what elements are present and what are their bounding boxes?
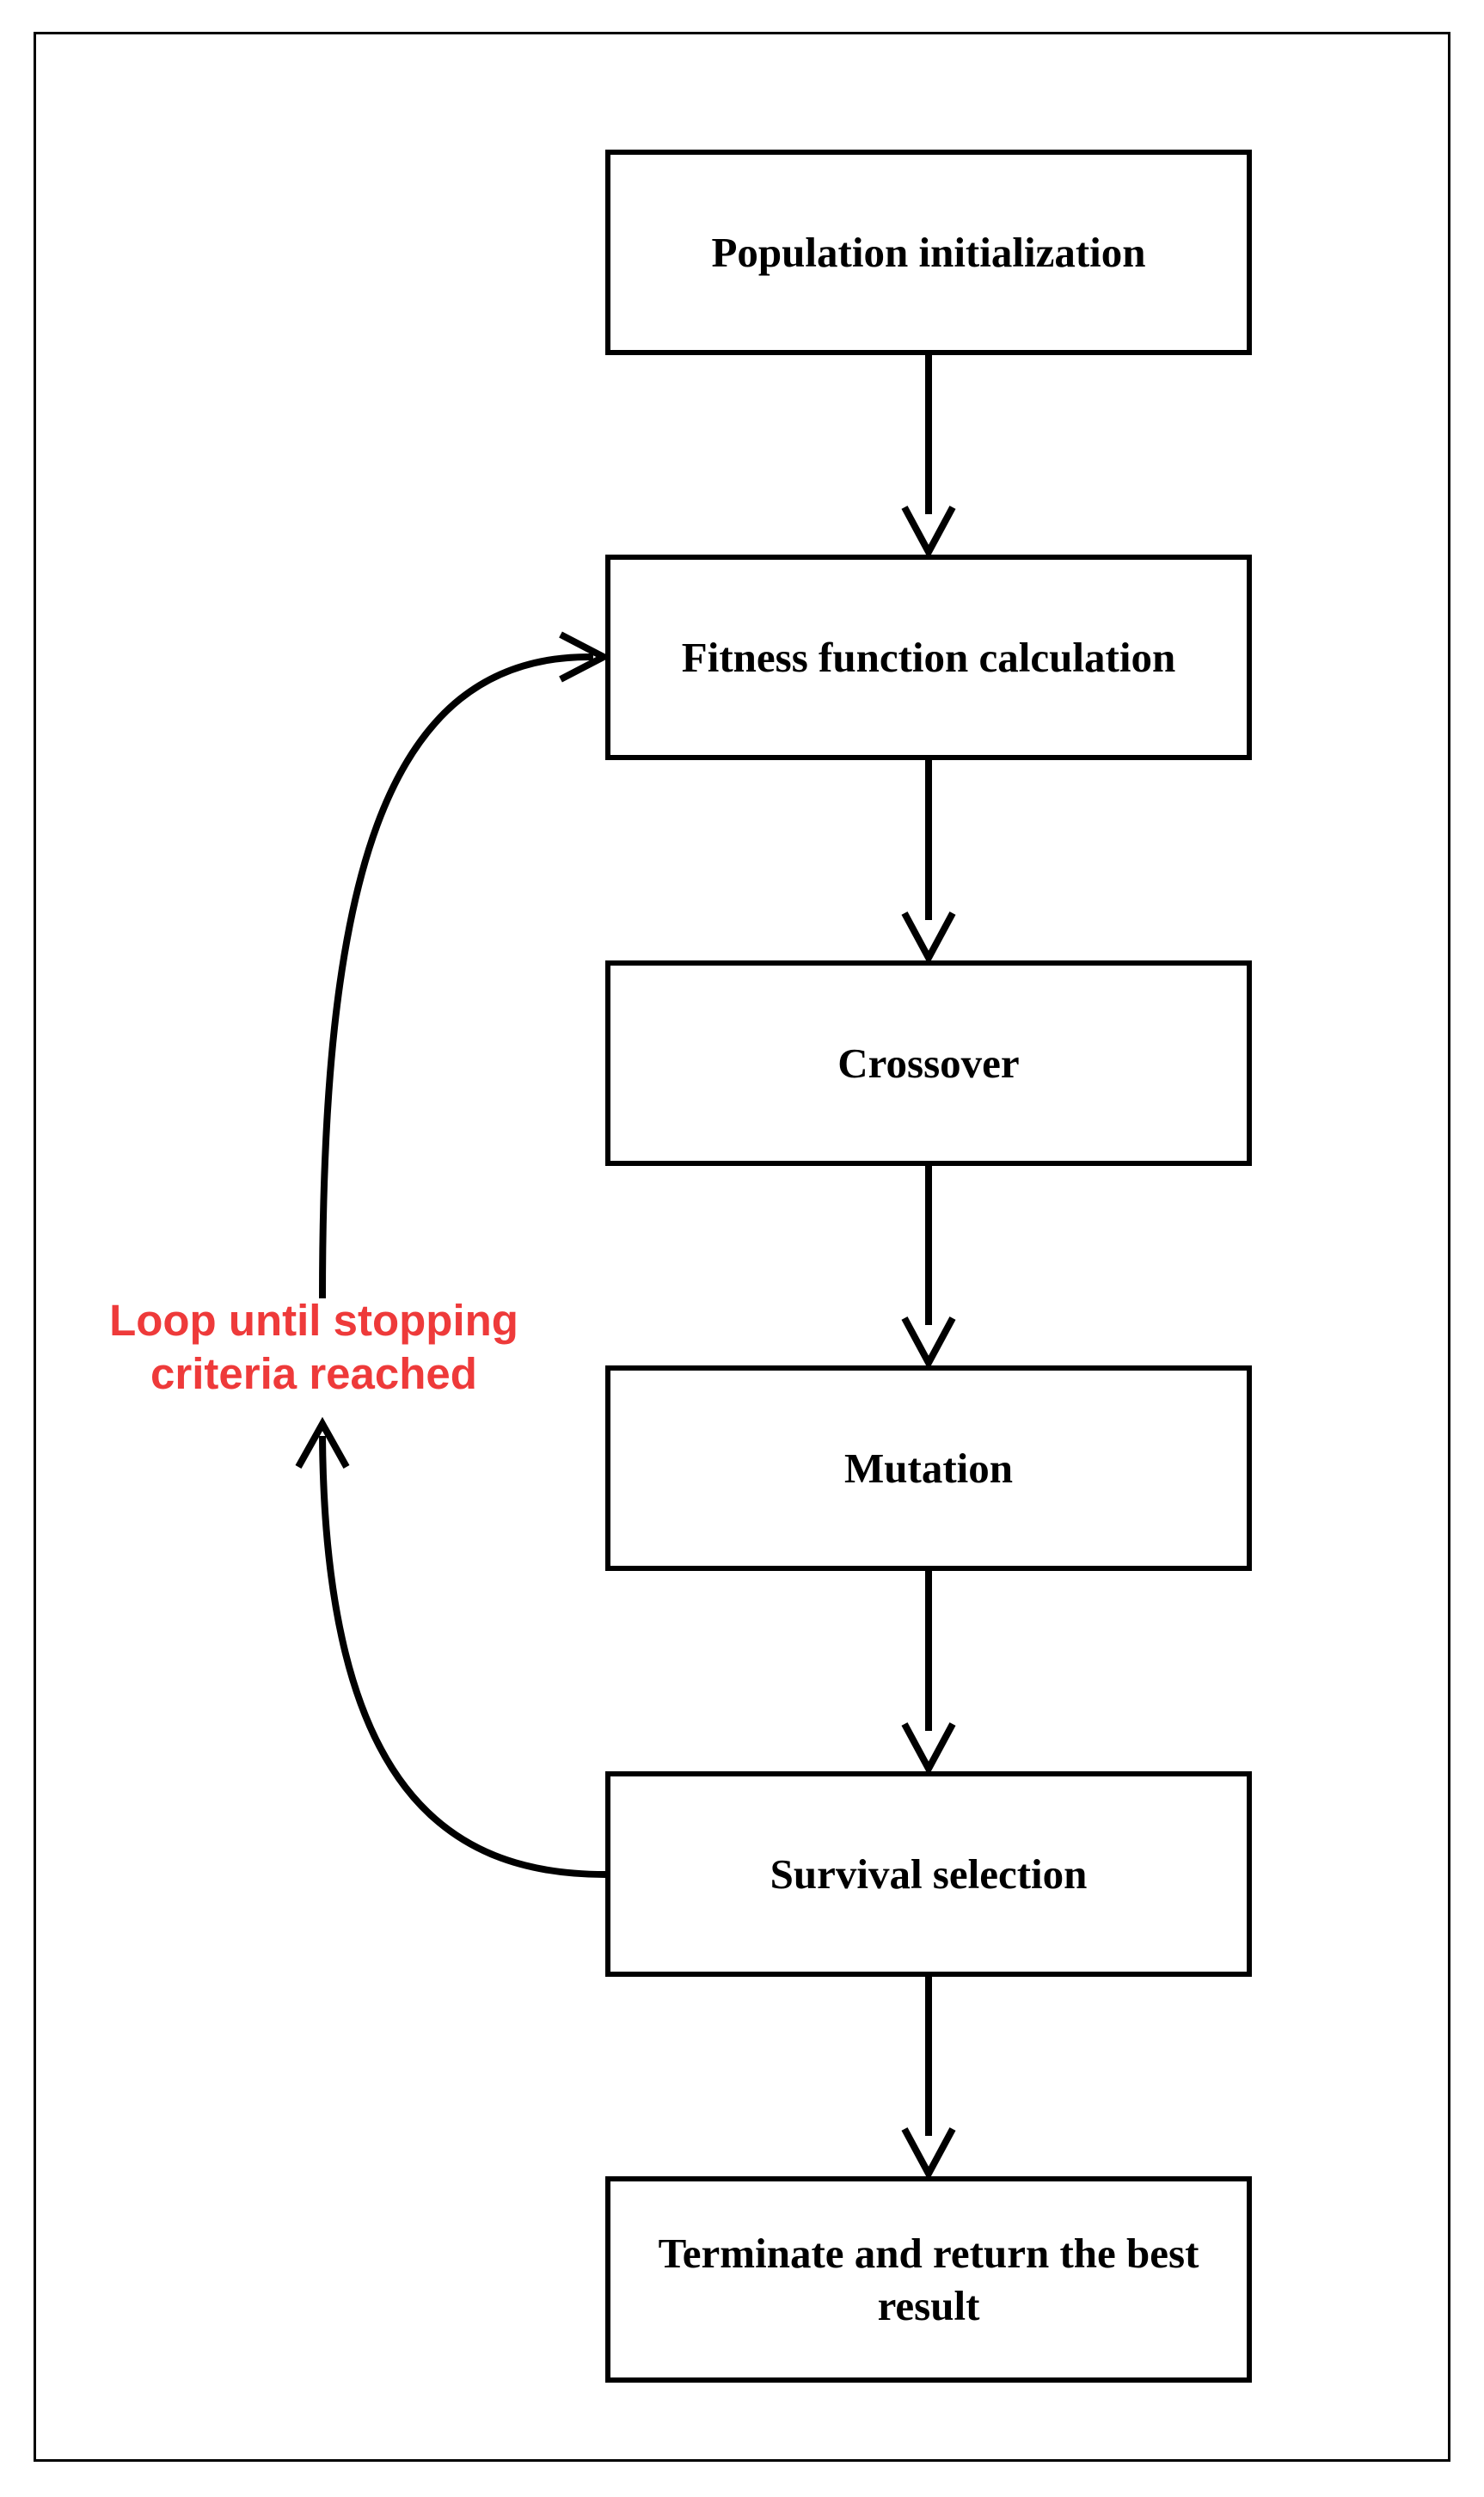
loop-label: Loop until stopping criteria reached (60, 1294, 567, 1401)
step-label: Population initialization (711, 228, 1146, 276)
step-population-initialization: Population initialization (605, 150, 1252, 355)
diagram-frame (34, 32, 1450, 2462)
loop-arrow-lower (295, 1416, 606, 1878)
arrow-fitness-to-crossover (901, 760, 956, 966)
loop-label-line2: criteria reached (150, 1349, 477, 1398)
arrow-survival-to-terminate (901, 1977, 956, 2181)
arrow-crossover-to-mutation (901, 1166, 956, 1371)
step-mutation: Mutation (605, 1365, 1252, 1571)
step-survival-selection: Survival selection (605, 1771, 1252, 1977)
arrow-population-to-fitness (901, 355, 956, 560)
step-terminate: Terminate and return the best result (605, 2176, 1252, 2383)
step-label: Mutation (844, 1444, 1013, 1492)
step-label: Survival selection (770, 1850, 1088, 1898)
loop-label-line1: Loop until stopping (109, 1296, 518, 1345)
arrow-mutation-to-survival (901, 1571, 956, 1776)
step-crossover: Crossover (605, 960, 1252, 1166)
step-label: Crossover (837, 1039, 1020, 1087)
loop-arrow-upper (319, 631, 611, 1299)
step-fitness-function-calculation: Fitness function calculation (605, 555, 1252, 760)
step-label: Terminate and return the best result (658, 2229, 1199, 2329)
step-label: Fitness function calculation (681, 633, 1176, 681)
